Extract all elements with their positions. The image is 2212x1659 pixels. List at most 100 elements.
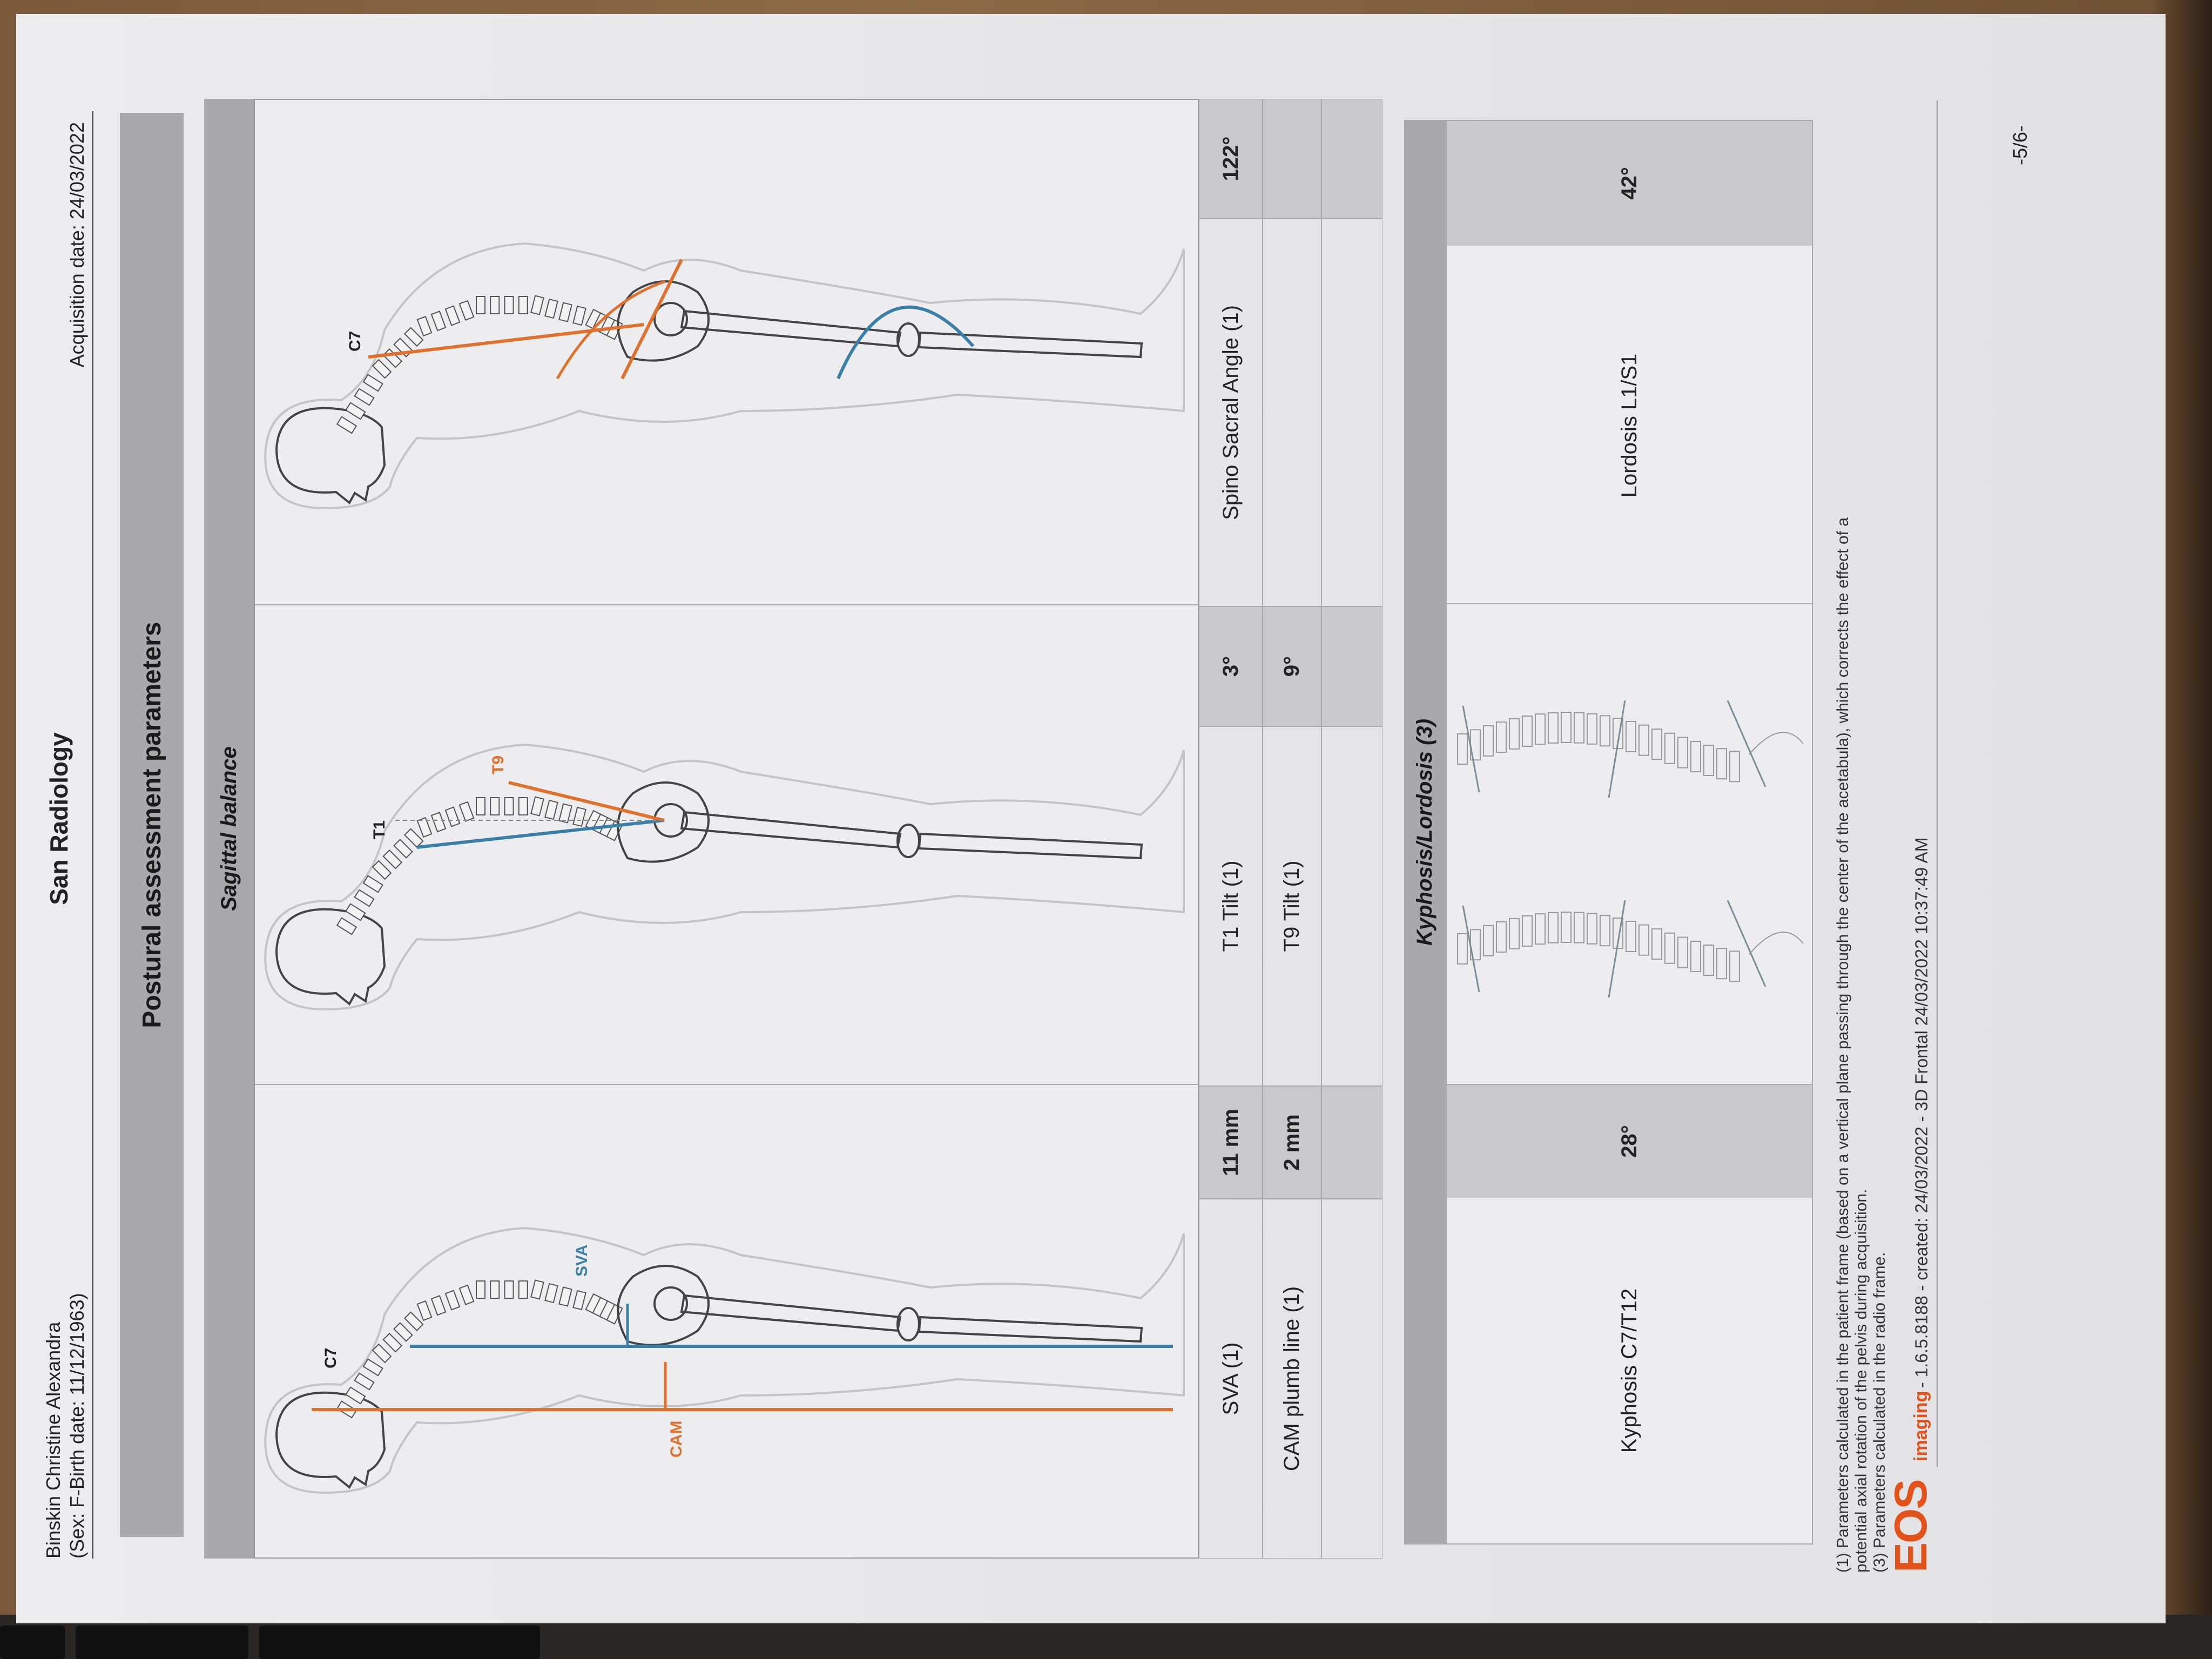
vertebra [544, 799, 558, 820]
section-title-sagittal: Sagittal balance [204, 99, 254, 1559]
vertebra [1690, 941, 1701, 973]
vertebra [1664, 732, 1675, 764]
vertebra [1651, 729, 1662, 760]
figure-panel-spino-sacral: C7 [255, 100, 1198, 605]
vertebra [403, 1311, 424, 1332]
footnotes: (1) Parameters calculated in the patient… [1834, 60, 1889, 1573]
vertebra [476, 797, 485, 815]
measurement-line [1608, 900, 1626, 998]
table-cell-value: 2 mm [1263, 1086, 1321, 1199]
footer-divider [1937, 100, 1938, 1467]
spine-thumbnails-svg [1457, 700, 1804, 998]
vertebra [336, 917, 358, 935]
vertebra [476, 296, 485, 314]
spine-thumbnails [1447, 603, 1812, 1085]
measurement-line [1727, 900, 1766, 987]
vertebra [1703, 945, 1714, 976]
skull-outline [275, 1391, 386, 1489]
vertebra [354, 1372, 375, 1391]
table-cell-value: 9° [1263, 606, 1321, 726]
table-cell-label: T9 Tilt (1) [1263, 726, 1321, 1086]
skull-outline [275, 908, 386, 1006]
vertebra [1509, 718, 1520, 750]
keyboard-key [259, 1626, 540, 1659]
vertebra [430, 812, 447, 833]
vertebra [444, 806, 461, 827]
vertebra [544, 298, 558, 319]
knee [896, 322, 920, 357]
t9-tilt-line [508, 781, 665, 822]
label-c7: C7 [322, 1348, 340, 1368]
vertebra [345, 402, 366, 420]
footnote-1-continued: potential axial rotation of the pelvis d… [1852, 1189, 1870, 1573]
vertebra [362, 875, 383, 893]
table-cell-value: 122° [1199, 99, 1263, 219]
lordosis-label: Lordosis L1/S1 [1617, 353, 1641, 498]
keyboard-key [76, 1626, 248, 1659]
vertebra [1716, 948, 1727, 980]
vertebra [1626, 720, 1636, 752]
figure-svg: C7 SVA CAM [264, 1226, 1185, 1494]
vertebra [1677, 737, 1688, 768]
spine-thumbnail [1457, 700, 1804, 798]
vertebra [1729, 950, 1740, 982]
vertebra [558, 803, 572, 824]
vertebra [458, 1284, 475, 1305]
vertebra [1522, 915, 1533, 947]
vertebra [403, 828, 424, 848]
figure-svg: C7 [264, 242, 1185, 510]
table-cell-value: 3° [1199, 606, 1263, 726]
vertebra [345, 1386, 366, 1405]
femur [680, 1294, 902, 1332]
vertebra [372, 860, 392, 880]
vertebra [1535, 913, 1546, 945]
label-c7: C7 [346, 331, 364, 352]
tibia [918, 1316, 1143, 1343]
vertebra [372, 1343, 392, 1364]
vertebra [504, 296, 514, 314]
label-sva: SVA [573, 1245, 591, 1277]
footnote-1: (1) Parameters calculated in the patient… [1834, 517, 1852, 1573]
vertebra [572, 1290, 586, 1311]
t1-tilt-line [416, 819, 665, 849]
table-cell-label [1321, 219, 1382, 606]
label-cam: CAM [667, 1421, 685, 1458]
vertebra [1587, 713, 1597, 745]
table-cell-label [1321, 1199, 1382, 1559]
section-title-kyphosis-lordosis: Kyphosis/Lordosis (3) [1404, 120, 1446, 1545]
vertebra [1535, 713, 1546, 745]
header-divider [92, 111, 93, 1559]
vertebra [1626, 920, 1636, 952]
vertebra [430, 311, 447, 332]
sagittal-figures: C7 SVA CAM T1 T9 C7 [254, 99, 1199, 1559]
vertebra [518, 1280, 528, 1299]
software-version: - 1.6.5.8188 - created: 24/03/2022 - 3D … [1912, 837, 1931, 1388]
page-number: -5/6- [2009, 125, 2031, 165]
pelvis [617, 280, 710, 362]
body-outline [264, 1226, 1185, 1494]
vertebra [530, 295, 544, 315]
vertebra [458, 801, 475, 822]
table-cell-label [1321, 726, 1382, 1086]
vertebra [382, 1332, 403, 1353]
vertebra [1664, 932, 1675, 964]
figure-svg: T1 T9 [264, 743, 1185, 1011]
femur [680, 309, 902, 348]
table-cell-value: 11 mm [1199, 1086, 1263, 1199]
femoral-head [653, 302, 688, 336]
vertebra [572, 305, 586, 326]
vertebra [544, 1283, 558, 1304]
vertebra [416, 1300, 433, 1321]
vertebra [362, 374, 383, 392]
tibia [918, 331, 1143, 359]
vertebra [1587, 913, 1597, 945]
vertebra [444, 1290, 461, 1311]
kyphosis-value: 28° [1447, 1085, 1812, 1198]
figure-panel-t1-t9: T1 T9 [255, 604, 1198, 1085]
body-outline [264, 242, 1185, 510]
c7-s1-line [368, 323, 644, 359]
sacral-endplate-line [621, 259, 683, 380]
table-cell-label: CAM plumb line (1) [1263, 1199, 1321, 1559]
vertebra [530, 1279, 544, 1300]
vertebra [1690, 741, 1701, 773]
